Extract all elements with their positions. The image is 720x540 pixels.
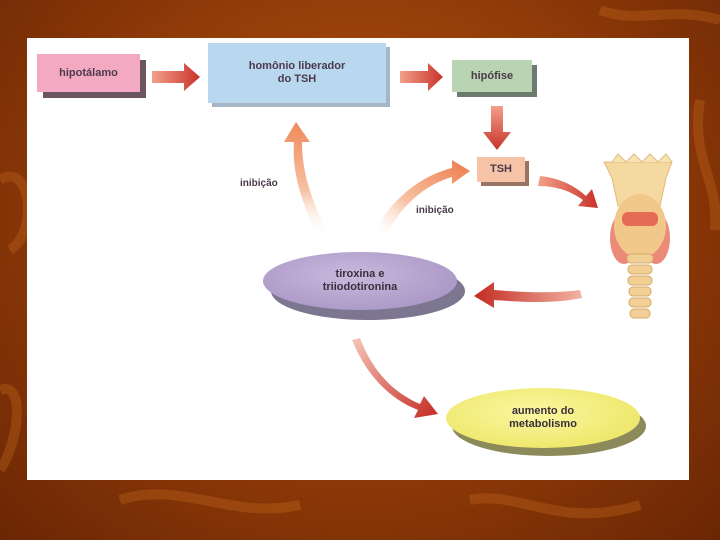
arrow-hormonio-to-hipofise — [400, 63, 443, 91]
node-tsh: TSH — [477, 157, 529, 186]
node-hormonio-liberador-tsh: homônio liberador do TSH — [208, 43, 390, 107]
arrow-thyroid-to-tiroxina — [474, 282, 582, 308]
node-face: homônio liberador do TSH — [208, 43, 386, 103]
node-label-tiroxina-line1: tiroxina e — [335, 268, 385, 280]
arrow-tsh-to-thyroid — [538, 176, 598, 208]
arrow-inhibition-to-tsh — [372, 160, 470, 236]
node-label-hormonio-line2: do TSH — [277, 73, 317, 85]
node-face: aumento do metabolismo — [446, 388, 640, 448]
node-aumento-metabolismo: aumento do metabolismo — [446, 388, 646, 456]
node-label-hipotalamo: hipotálamo — [59, 66, 118, 79]
node-label-metab-line2: metabolismo — [509, 418, 577, 430]
arrow-hipofise-to-tsh — [483, 106, 511, 150]
label-inibicao-left: inibição — [240, 178, 278, 189]
node-hipotalamo: hipotálamo — [37, 54, 146, 98]
arrow-hipotalamo-to-hormonio — [152, 63, 200, 91]
node-face: tiroxina e triiodotironina — [263, 252, 457, 310]
thyroid-illustration — [603, 153, 673, 319]
node-tiroxina-triiodotironina: tiroxina e triiodotironina — [263, 252, 465, 320]
node-label-tiroxina-line2: triiodotironina — [322, 281, 398, 293]
label-inibicao-right: inibição — [416, 205, 454, 216]
arrow-inhibition-to-hormonio — [284, 122, 330, 236]
node-face: hipotálamo — [37, 54, 140, 92]
node-face: TSH — [477, 157, 525, 182]
node-label-hipofise: hipófise — [470, 69, 514, 82]
node-hipofise: hipófise — [452, 60, 537, 97]
node-face: hipófise — [452, 60, 532, 92]
arrow-tiroxina-to-metabolismo — [352, 338, 438, 418]
node-label-hormonio-line1: homônio liberador — [248, 60, 346, 72]
node-label-metab-line1: aumento do — [511, 405, 575, 417]
node-label-tsh: TSH — [490, 163, 512, 175]
